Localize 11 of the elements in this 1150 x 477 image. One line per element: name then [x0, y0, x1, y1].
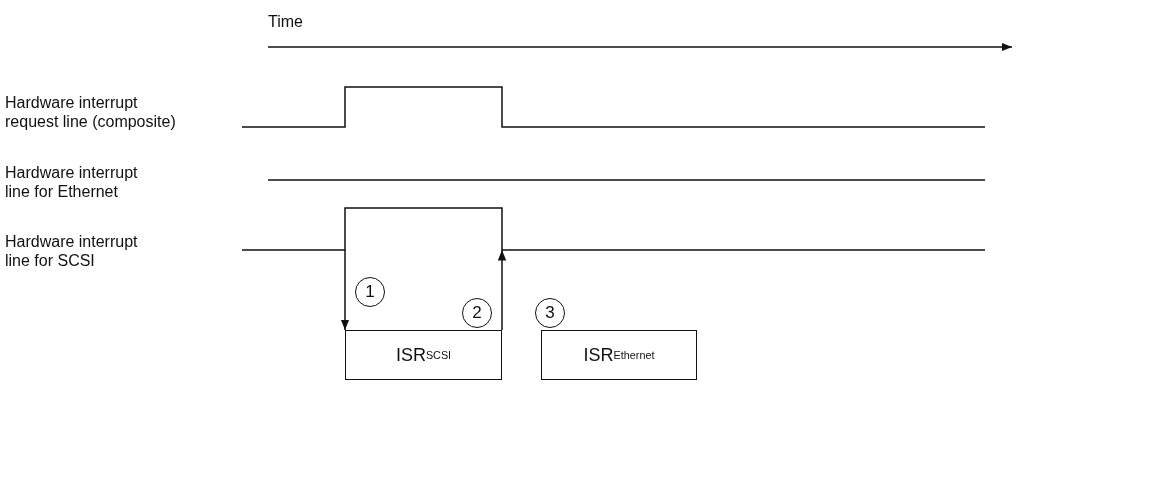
signal-label: Hardware interrupt line for SCSI: [5, 232, 139, 270]
callout-number: 3: [535, 298, 565, 328]
signal-label: Hardware interrupt line for Ethernet: [5, 163, 139, 201]
callout-number: 2: [462, 298, 492, 328]
arrow: [340, 249, 350, 331]
waveform: [241, 207, 986, 251]
arrow: [497, 249, 507, 331]
waveform: [241, 86, 986, 128]
axis-label: Time: [268, 12, 304, 31]
signal-label: Hardware interrupt request line (composite): [5, 93, 177, 131]
callout-number: 1: [355, 277, 385, 307]
